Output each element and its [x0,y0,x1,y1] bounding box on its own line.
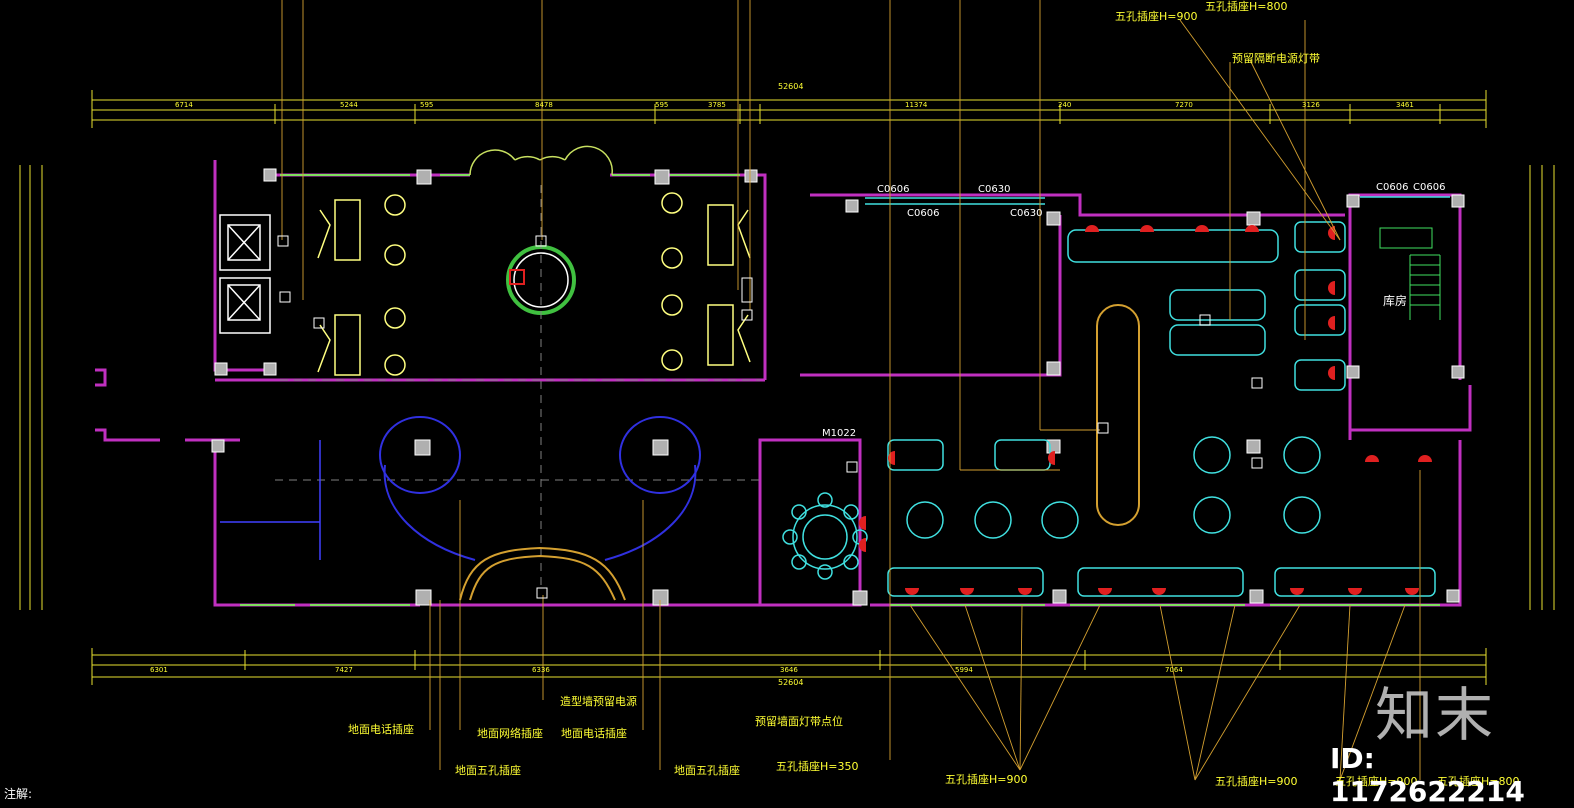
elevators [219,214,271,334]
label-floor-five-hole-2: 地面五孔插座 [674,764,740,777]
label-floor-phone-1: 地面电话插座 [348,723,414,736]
label-five-hole-350: 五孔插座H=350 [776,760,859,773]
dimension-bottom-6: 7064 [1165,666,1183,674]
label-five-hole-900-b3: 五孔插座H=900 [1335,775,1418,788]
round-tables [906,436,1321,539]
dimension-total-top: 52604 [778,82,804,91]
reception-desks [379,416,701,561]
dimension-top-6: 3785 [708,101,726,109]
dimension-top-3: 595 [420,101,434,109]
label-five-hole-800-b: 五孔插座H=800 [1437,775,1520,788]
label-five-hole-800-top: 五孔插座H=800 [1205,0,1288,13]
booth-seats [887,221,1436,597]
top-dimension-lines [91,90,1487,128]
reception-counter [459,546,626,601]
label-five-hole-900-b1: 五孔插座H=900 [945,773,1028,786]
window-c0606-a: C0606 [877,184,910,195]
columns [211,168,1465,606]
axis-dashes [275,185,760,590]
window-c0630-b: C0630 [1010,208,1043,219]
window-c0630-a: C0630 [978,184,1011,195]
lounge-furniture [317,192,751,376]
dimension-total-bottom: 52604 [778,678,804,687]
dimension-top-8: 240 [1058,101,1072,109]
label-floor-network: 地面网络插座 [477,727,543,740]
label-reserved-wall-light: 预留墙面灯带点位 [755,715,843,728]
label-five-hole-900-top: 五孔插座H=900 [1115,10,1198,23]
watermark-logo: 知末 [1375,681,1496,749]
door-m1022: M1022 [822,428,857,439]
label-floor-phone-2: 地面电话插座 [561,727,627,740]
leader-lines [281,0,1421,781]
dimension-top-11: 3461 [1396,101,1414,109]
dimension-bottom-3: 6336 [532,666,550,674]
dimension-bottom-5: 5994 [955,666,973,674]
bottom-dimension-lines [91,648,1487,685]
note-label: 注解: [4,787,33,801]
label-reserved-led: 预留隔断电源灯带 [1232,52,1320,65]
dimension-bottom-4: 3646 [780,666,798,674]
dimension-bottom-2: 7427 [335,666,353,674]
window-c0606-d: C0606 [1413,182,1446,193]
entrance-doors-top [469,145,614,176]
dimension-top-10: 3126 [1302,101,1320,109]
dimension-top-5: 595 [655,101,669,109]
label-sculpture-wall-power: 造型墙预留电源 [560,695,637,708]
junction-markers [277,235,1263,599]
label-floor-five-hole-1: 地面五孔插座 [455,764,521,777]
room-label-storage: 库房 [1383,294,1408,308]
dimension-top-7: 11374 [905,101,928,109]
windows-lines [240,174,1440,606]
windows-top-right [865,196,1450,205]
private-room-table [782,492,868,580]
dimension-top-4: 8478 [535,101,553,109]
long-island-table [1096,304,1140,526]
watermark-id: ID: 1172622214 [1330,742,1525,808]
window-c0606-c: C0606 [1376,182,1409,193]
dimension-top-2: 5244 [340,101,358,109]
window-c0606-b: C0606 [907,208,940,219]
label-five-hole-900-b2: 五孔插座H=900 [1215,775,1298,788]
dimension-bottom-1: 6301 [150,666,168,674]
dimension-top-1: 6714 [175,101,193,109]
staircase [1379,227,1441,320]
socket-symbols [859,225,1432,595]
left-office-walls [220,440,321,560]
dimension-top-9: 7270 [1175,101,1193,109]
side-dimension-lines [19,165,1555,610]
